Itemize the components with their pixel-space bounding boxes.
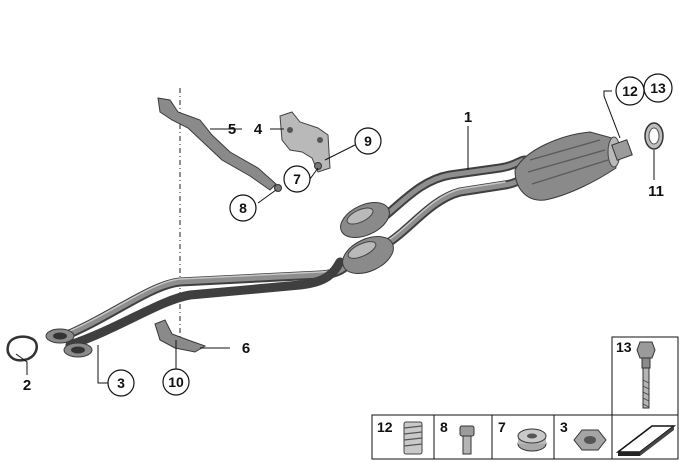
legend-label-7: 7 [498,419,506,435]
callout-12-circle: 12 [615,76,645,106]
callout-13: 13 [650,80,666,96]
legend-label-13: 13 [616,339,632,355]
callout-5: 5 [228,121,236,138]
callout-10-circle: 10 [162,368,190,396]
callout-3-circle: 3 [107,369,135,397]
callout-10: 10 [168,374,184,390]
screw-icon-8 [459,425,475,455]
legend-label-3: 3 [560,419,568,435]
callout-8: 8 [239,200,247,216]
callout-11: 11 [648,183,664,200]
callout-8-circle: 8 [229,194,257,222]
washer-detail-7 [314,162,322,170]
nut-detail-8 [274,184,282,192]
flat-gasket-icon [615,425,677,456]
callout-4: 4 [254,121,263,138]
washer-icon-7 [517,428,547,452]
bracket-part-5 [157,97,277,191]
callout-7-circle: 7 [283,165,311,193]
callout-1: 1 [464,109,472,126]
callout-13-circle: 13 [643,73,673,103]
legend-box-12 [371,414,435,460]
nut-icon-3 [573,429,607,451]
callout-7: 7 [293,171,301,187]
leader-lines [15,90,655,384]
callout-9-circle: 9 [354,127,382,155]
legend-label-12: 12 [377,419,393,435]
callout-6: 6 [242,340,250,357]
seal-ring-part-11 [644,122,664,150]
callout-9: 9 [364,133,372,149]
bolt-icon-13 [636,341,656,409]
exhaust-pipe-assembly [45,131,633,358]
gasket-part-2 [6,335,38,362]
callout-12: 12 [622,83,638,99]
callout-3: 3 [117,375,125,391]
legend-parts-table: 13 12 8 7 3 [371,336,679,460]
callout-2: 2 [23,377,31,394]
legend-label-8: 8 [440,419,448,435]
bracket-part-4 [279,111,331,173]
bracket-part-6 [154,319,207,353]
spring-icon-12 [403,421,423,455]
